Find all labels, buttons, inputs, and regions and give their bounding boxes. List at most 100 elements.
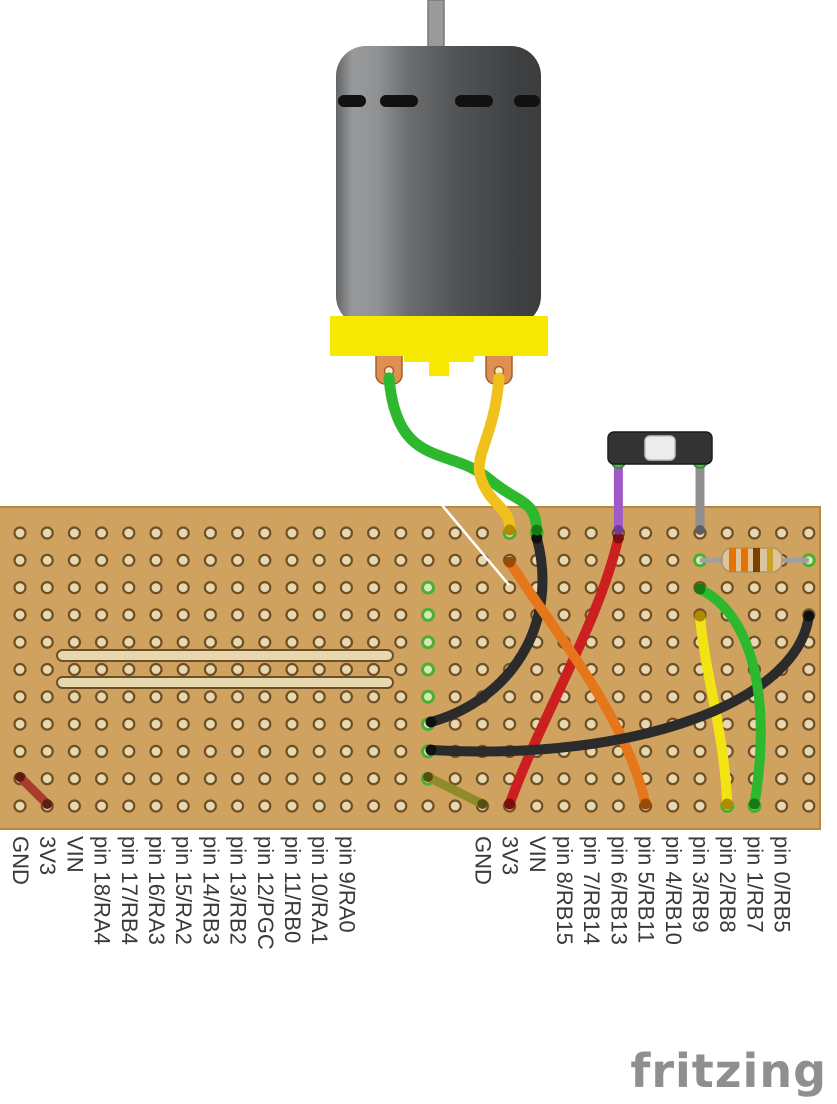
board-hole (67, 553, 82, 567)
board-hole (94, 717, 109, 731)
board-hole (802, 799, 816, 813)
board-hole (666, 744, 680, 759)
board-hole (285, 608, 299, 622)
board-hole (40, 635, 54, 649)
board-hole (67, 526, 82, 540)
board-hole (285, 772, 299, 786)
board-hole (339, 580, 353, 595)
pin-label: pin 7/RB14 (579, 836, 604, 945)
board-hole (231, 744, 245, 759)
board-hole (203, 799, 217, 813)
board-hole (475, 580, 489, 595)
board-hole (149, 717, 163, 731)
board-hole (231, 772, 245, 786)
board-hole (258, 772, 272, 786)
board-hole (285, 635, 299, 649)
net-pad (421, 662, 435, 677)
board-hole (774, 744, 789, 759)
board-hole (666, 580, 680, 595)
board-hole (666, 553, 680, 567)
board-hole (312, 608, 326, 622)
board-hole (666, 799, 680, 813)
board-hole (13, 526, 27, 540)
board-hole (448, 799, 462, 813)
board-hole (258, 526, 272, 540)
net-pad (421, 635, 435, 650)
wire-end (695, 525, 705, 535)
board-hole (394, 772, 408, 786)
board-hole (503, 635, 517, 649)
pin-label: pin 18/RA4 (90, 836, 115, 945)
board-hole (638, 635, 653, 649)
wire-end (504, 556, 516, 568)
board-hole (611, 690, 626, 704)
board-hole (40, 717, 54, 731)
board-hole (94, 553, 109, 567)
board-hole (693, 690, 707, 704)
wire-end (803, 610, 815, 622)
board-hole (638, 580, 653, 595)
board-hole (258, 744, 272, 759)
board-hole (666, 662, 680, 677)
board-hole (94, 580, 109, 595)
wire-black-b (426, 611, 814, 757)
board-hole (448, 690, 462, 704)
board-hole (638, 744, 653, 759)
board-hole (774, 635, 789, 649)
board-hole (638, 662, 653, 677)
board-hole (122, 690, 136, 704)
board-hole (312, 799, 326, 813)
board-hole (67, 635, 82, 649)
board-hole (122, 580, 136, 595)
pin-label: pin 6/RB13 (606, 836, 631, 945)
board-hole (231, 717, 245, 731)
wire-end (42, 799, 53, 809)
board-hole (285, 580, 299, 595)
board-hole (774, 799, 789, 813)
board-hole (394, 580, 408, 595)
board-hole (394, 662, 408, 677)
board-hole (203, 744, 217, 759)
board-hole (13, 799, 27, 813)
pin-label: pin 11/RB0 (280, 836, 305, 943)
board-hole (122, 799, 136, 813)
board-hole (367, 744, 381, 759)
board-hole (421, 799, 435, 813)
board-hole (149, 799, 163, 813)
board-hole (394, 553, 408, 567)
board-hole (475, 608, 489, 622)
wire-red (504, 533, 624, 809)
board-hole (122, 553, 136, 567)
board-hole (312, 772, 326, 786)
wire-end (425, 716, 437, 728)
board-hole (231, 526, 245, 540)
board-hole (802, 690, 816, 704)
board-hole (176, 662, 190, 677)
wire-motor-yellow (473, 372, 516, 535)
board-hole (557, 772, 571, 786)
board-hole (394, 608, 408, 622)
board-hole (285, 690, 299, 704)
board-hole (611, 772, 626, 786)
board-hole (203, 553, 217, 567)
pin-label: pin 16/RA3 (144, 836, 169, 945)
board-hole (231, 690, 245, 704)
board-hole (611, 799, 626, 813)
board-hole (503, 690, 517, 704)
board-hole (339, 553, 353, 567)
board-hole (94, 799, 109, 813)
pin-label: pin 13/RB2 (226, 836, 251, 945)
board-hole (802, 744, 816, 759)
board-hole (611, 608, 626, 622)
board-hole (503, 580, 517, 595)
pin-label: pin 2/RB8 (715, 836, 740, 933)
board-hole (94, 635, 109, 649)
board-hole (584, 717, 598, 731)
wire-end (694, 610, 706, 622)
board-hole (720, 526, 734, 540)
board-hole (312, 553, 326, 567)
board-hole (149, 635, 163, 649)
resistor-band-1 (729, 548, 736, 572)
